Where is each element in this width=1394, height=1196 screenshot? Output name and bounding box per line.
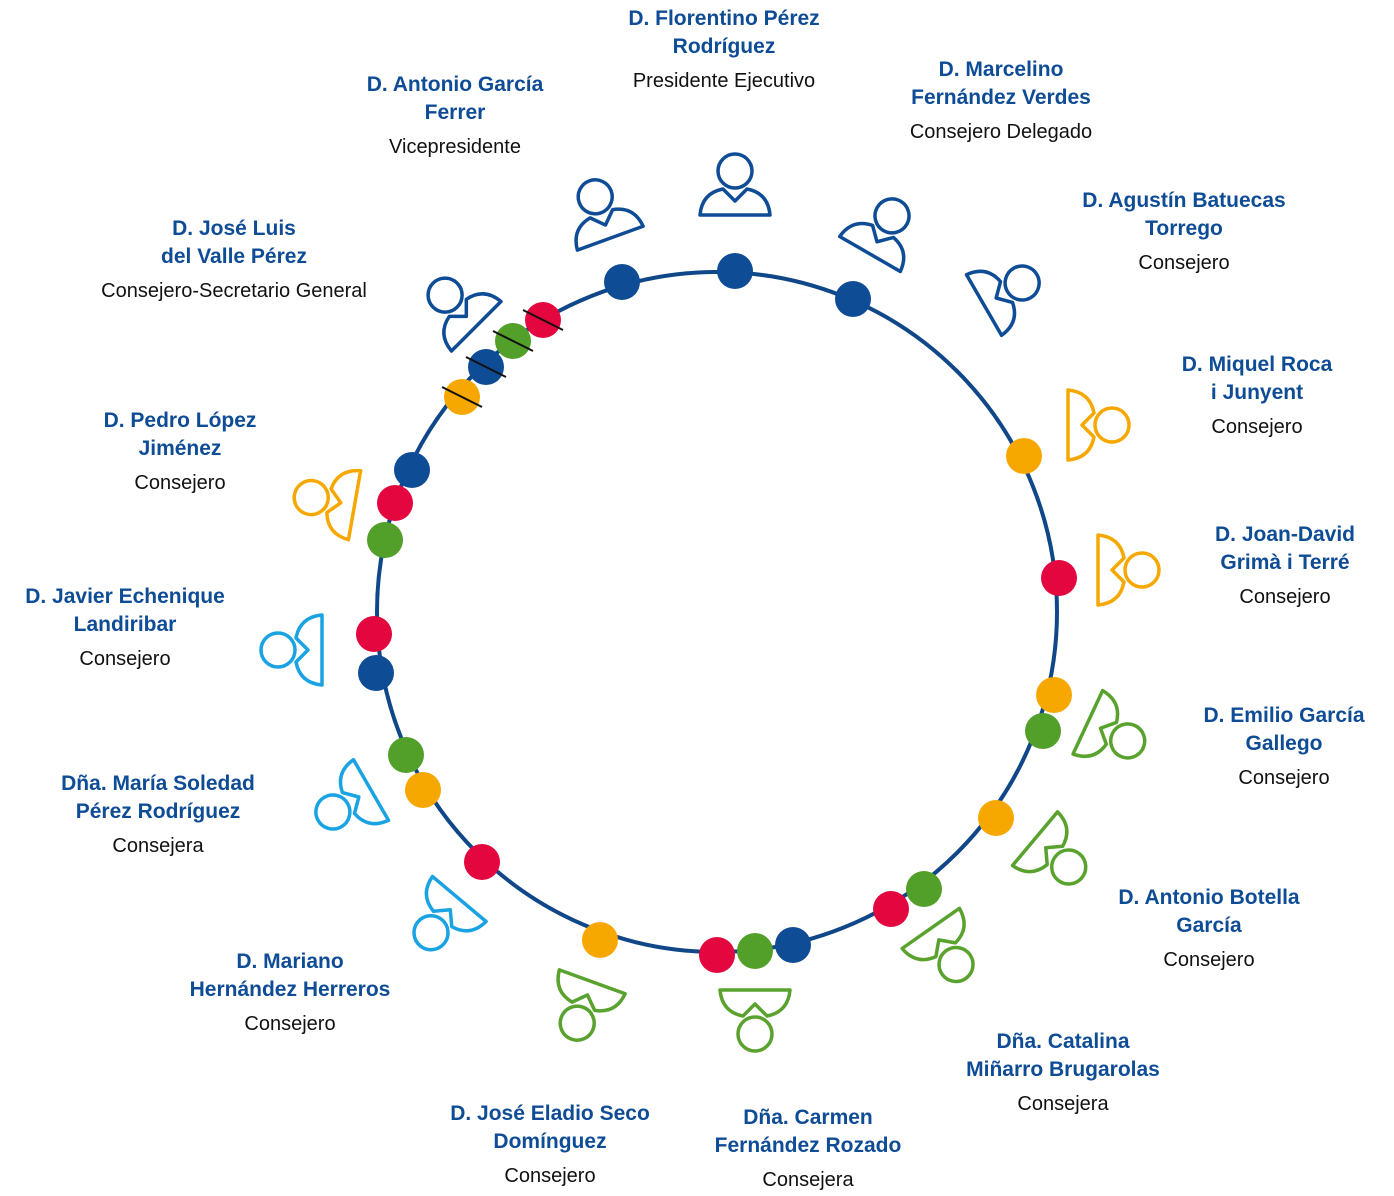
member-role: Consejero xyxy=(1138,252,1230,274)
member-role: Consejero xyxy=(504,1165,596,1187)
person-green-icon xyxy=(718,988,792,1053)
membership-dot xyxy=(604,264,640,300)
person-blue-icon xyxy=(837,197,911,274)
member-label: D. Agustín Batuecas Torrego Consejero xyxy=(1004,187,1364,277)
member-role: Consejero xyxy=(1238,767,1330,789)
member-name: Dña. Catalina Miñarro Brugarolas xyxy=(966,1030,1160,1081)
membership-dot xyxy=(873,891,909,927)
membership-dot xyxy=(358,655,394,691)
member-name: D. Antonio García Ferrer xyxy=(366,73,544,124)
member-role: Consejero xyxy=(134,472,226,494)
person-orange-icon xyxy=(292,468,363,542)
membership-dot xyxy=(835,281,871,317)
person-blue-icon xyxy=(426,276,503,353)
membership-dot xyxy=(1025,713,1061,749)
membership-dot xyxy=(699,937,735,973)
membership-dot xyxy=(367,522,403,558)
membership-dot xyxy=(464,844,500,880)
membership-dot xyxy=(1006,438,1042,474)
person-blue-icon xyxy=(964,264,1041,338)
membership-dot xyxy=(377,485,413,521)
member-name: D. Mariano Hernández Herreros xyxy=(189,950,391,1001)
member-role: Consejera xyxy=(762,1169,854,1191)
member-label: D. Pedro López Jiménez Consejero xyxy=(0,407,360,497)
member-role: Consejera xyxy=(112,835,204,857)
member-role: Consejero xyxy=(1239,586,1331,608)
member-label: Dña. Carmen Fernández Rozado Consejera xyxy=(628,1104,988,1194)
member-name: D. Javier Echenique Landiribar xyxy=(25,585,225,636)
member-label: D. Antonio Botella García Consejero xyxy=(1029,884,1389,974)
person-lightblue-icon xyxy=(259,613,324,687)
member-name: D. Agustín Batuecas Torrego xyxy=(1082,189,1286,240)
strike-line xyxy=(465,356,507,378)
membership-dot xyxy=(388,737,424,773)
person-green-icon xyxy=(556,968,627,1042)
membership-dot xyxy=(737,933,773,969)
person-green-icon xyxy=(900,906,975,984)
member-role: Consejero xyxy=(1163,949,1255,971)
member-label: D. Antonio García Ferrer Vicepresidente xyxy=(275,71,635,161)
member-label: D. Joan-David Grimà i Terré Consejero xyxy=(1105,521,1394,611)
membership-dot xyxy=(978,800,1014,836)
member-label: D. Mariano Hernández Herreros Consejero xyxy=(110,948,470,1038)
member-name: Dña. Carmen Fernández Rozado xyxy=(714,1106,902,1157)
member-label: D. Miquel Roca i Junyent Consejero xyxy=(1077,351,1394,441)
membership-dot xyxy=(394,452,430,488)
member-name: Dña. María Soledad Pérez Rodríguez xyxy=(61,772,255,823)
membership-dots xyxy=(356,253,1077,973)
member-role: Consejera xyxy=(1017,1093,1109,1115)
member-role: Presidente Ejecutivo xyxy=(632,70,816,92)
person-green-icon xyxy=(1071,688,1147,760)
membership-dot xyxy=(1036,677,1072,713)
member-label: D. Marcelino Fernández Verdes Consejero … xyxy=(821,56,1181,146)
member-role: Consejero-Secretario General xyxy=(101,280,367,302)
member-role: Consejero xyxy=(244,1013,336,1035)
member-name: D. Marcelino Fernández Verdes xyxy=(911,58,1091,109)
member-role: Consejero xyxy=(79,648,171,670)
person-orange-icon xyxy=(1096,533,1161,607)
member-icons xyxy=(259,152,1161,1053)
person-blue-icon xyxy=(698,152,772,217)
membership-dot xyxy=(906,871,942,907)
member-name: D. José Eladio Seco Domínguez xyxy=(450,1102,650,1153)
member-label: D. José Luis del Valle Pérez Consejero-S… xyxy=(54,215,414,305)
member-label: D. José Eladio Seco Domínguez Consejero xyxy=(370,1100,730,1190)
membership-dot xyxy=(356,616,392,652)
member-name: D. Pedro López Jiménez xyxy=(103,409,257,460)
member-label: D. Javier Echenique Landiribar Consejero xyxy=(0,583,305,673)
strike-line xyxy=(441,386,483,408)
member-label: D. Florentino Pérez Rodríguez Presidente… xyxy=(544,5,904,95)
person-blue-icon xyxy=(574,178,645,252)
member-role: Consejero xyxy=(1211,416,1303,438)
person-green-icon xyxy=(1010,810,1088,886)
member-role: Vicepresidente xyxy=(389,136,521,158)
member-label: Dña. Catalina Miñarro Brugarolas Conseje… xyxy=(883,1028,1243,1118)
member-name: D. José Luis del Valle Pérez xyxy=(161,217,307,268)
membership-dot xyxy=(717,253,753,289)
member-name: D. Antonio Botella García xyxy=(1118,886,1300,937)
member-name: D. Florentino Pérez Rodríguez xyxy=(628,7,820,58)
person-lightblue-icon xyxy=(314,757,391,831)
strike-line xyxy=(522,309,564,331)
member-label: D. Emilio García Gallego Consejero xyxy=(1104,702,1394,792)
person-orange-icon xyxy=(1066,388,1131,462)
member-name: D. Miquel Roca i Junyent xyxy=(1181,353,1333,404)
strike-line xyxy=(492,330,534,352)
member-name: D. Emilio García Gallego xyxy=(1203,704,1365,755)
member-label: Dña. María Soledad Pérez Rodríguez Conse… xyxy=(0,770,338,860)
membership-dot xyxy=(405,772,441,808)
person-lightblue-icon xyxy=(412,874,488,952)
membership-dot xyxy=(582,922,618,958)
membership-dot xyxy=(1041,560,1077,596)
membership-dot xyxy=(775,927,811,963)
member-name: D. Joan-David Grimà i Terré xyxy=(1214,523,1356,574)
member-role: Consejero Delegado xyxy=(909,121,1093,143)
